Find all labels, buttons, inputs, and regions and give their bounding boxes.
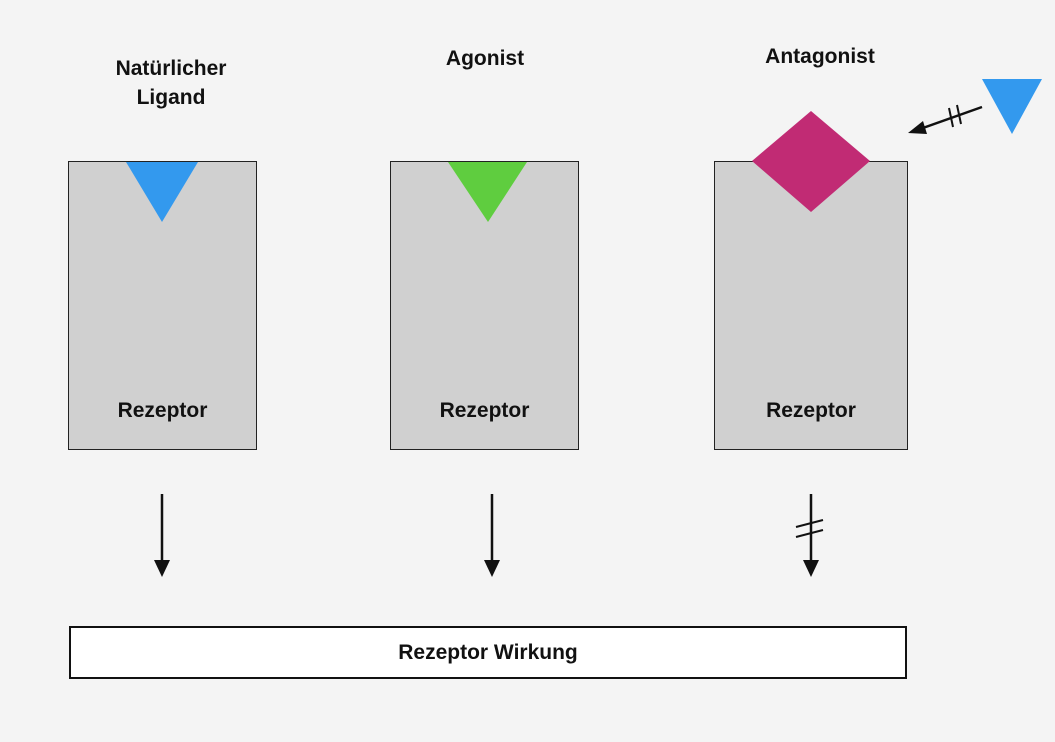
blocked-ligand-triangle-icon [982,79,1042,134]
signal-arrow-agonist-icon [484,494,500,577]
receptor-effect-label: Rezeptor Wirkung [398,640,578,664]
agonist-triangle-icon [448,162,527,222]
title-antagonist: Antagonist [765,45,875,68]
blocked-binding-arrow-icon [908,104,983,134]
signal-arrow-natural-ligand-icon [154,494,170,577]
receptor-effect-box: Rezeptor Wirkung [69,626,907,679]
title-natural-ligand: Natürlicher Ligand [115,57,227,109]
receptor-label: Rezeptor [439,399,530,422]
receptor-label: Rezeptor [766,399,856,422]
signal-arrow-antagonist-blocked-icon [795,494,824,577]
receptor-label: Rezeptor [117,399,208,422]
antagonist-diamond-icon [752,111,870,212]
natural-ligand-triangle-icon [126,162,198,222]
title-agonist: Agonist [445,47,525,70]
receptor-antagonist: Rezeptor [714,161,908,450]
